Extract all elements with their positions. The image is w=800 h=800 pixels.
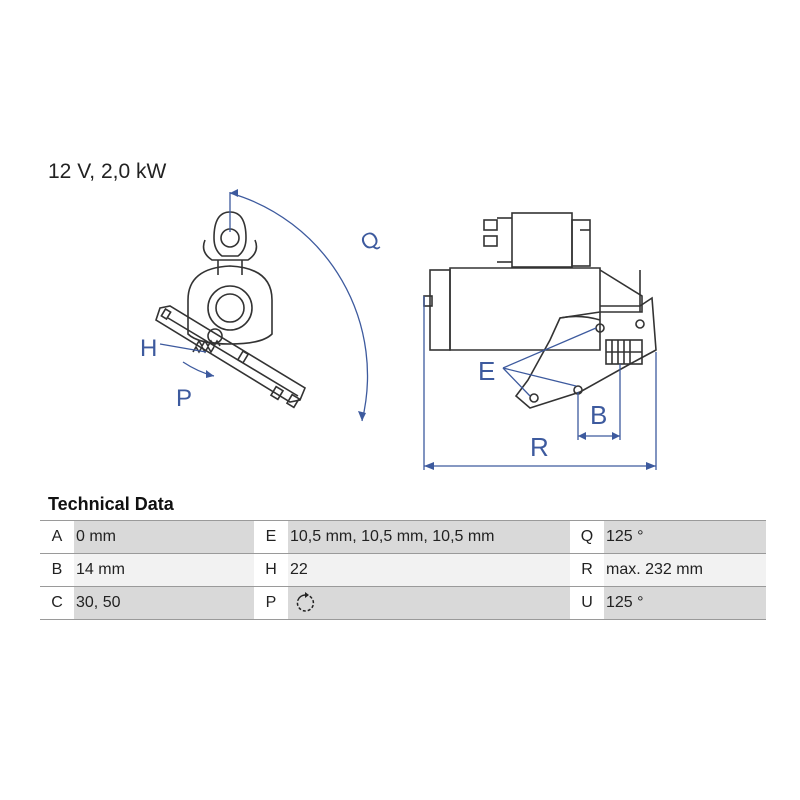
value-r: max. 232 mm: [604, 553, 766, 587]
side-view: [423, 212, 657, 409]
value-q: 125 °: [604, 520, 766, 554]
table-row: B 14 mm H 22 R max. 232 mm: [40, 553, 766, 587]
label-h: H: [140, 335, 157, 362]
front-view: [155, 211, 307, 409]
label-q: Q: [356, 225, 383, 255]
mounting-flange: [155, 305, 307, 403]
front-view-dimensions: [159, 189, 369, 422]
armature-circle: [207, 285, 253, 331]
drive-end-bracket: [514, 296, 657, 409]
table-row: A 0 mm E 10,5 mm, 10,5 mm, 10,5 mm Q 125…: [40, 520, 766, 554]
key-h: H: [254, 553, 288, 587]
starter-motor-drawing: Q H P: [140, 189, 657, 470]
label-b: B: [590, 400, 607, 430]
technical-data-table: A 0 mm E 10,5 mm, 10,5 mm, 10,5 mm Q 125…: [40, 520, 766, 620]
key-e: E: [254, 520, 288, 554]
table-row: C 30, 50 P U 125 °: [40, 586, 766, 620]
key-b: B: [40, 553, 74, 587]
value-a: 0 mm: [74, 520, 254, 554]
value-b: 14 mm: [74, 553, 254, 587]
key-q: Q: [570, 520, 604, 554]
solenoid: [511, 212, 573, 268]
key-p: P: [254, 586, 288, 620]
value-u: 125 °: [604, 586, 766, 620]
motor-end-cap: [429, 269, 451, 351]
voltage-power-spec: 12 V, 2,0 kW: [48, 160, 167, 183]
label-e: E: [478, 356, 495, 386]
value-p: [288, 586, 570, 620]
key-r: R: [570, 553, 604, 587]
label-r: R: [530, 432, 549, 462]
side-view-dimensions: [423, 296, 657, 470]
top-mounting-lug: [213, 211, 247, 257]
key-u: U: [570, 586, 604, 620]
motor-body: [449, 267, 601, 351]
label-p: P: [176, 385, 192, 412]
value-c: 30, 50: [74, 586, 254, 620]
angle-q-arc: [229, 192, 369, 422]
key-a: A: [40, 520, 74, 554]
value-h: 22: [288, 553, 570, 587]
rotation-clockwise-icon: [296, 592, 315, 612]
key-c: C: [40, 586, 74, 620]
h-leader-line: [159, 343, 207, 353]
motor-housing: [187, 265, 273, 345]
value-e: 10,5 mm, 10,5 mm, 10,5 mm: [288, 520, 570, 554]
technical-data-title: Technical Data: [48, 494, 174, 514]
